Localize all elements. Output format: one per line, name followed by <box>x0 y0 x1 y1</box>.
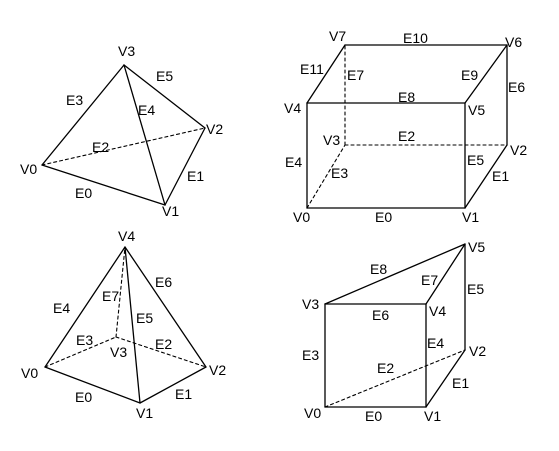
square-pyramid-edge-label-e3: E3 <box>76 332 93 348</box>
tetrahedron-edge-e5-line <box>123 64 206 129</box>
box-vertex-label-v0: V0 <box>293 209 310 225</box>
tetrahedron-edge-e1-line <box>164 127 206 206</box>
tetrahedron-edge-label-e4: E4 <box>138 102 155 118</box>
tetrahedron-edge-e3-line <box>41 64 125 166</box>
box-vertex-label-v2: V2 <box>510 142 527 158</box>
wedge-vertex-label-v2: V2 <box>469 343 486 359</box>
square-pyramid-edge-label-e1: E1 <box>175 386 192 402</box>
square-pyramid-edge-e6-line <box>124 246 207 368</box>
square-pyramid-edge-label-e2: E2 <box>155 336 172 352</box>
box-vertex-label-v6: V6 <box>505 34 522 50</box>
square-pyramid-vertex-label-v0: V0 <box>21 365 38 381</box>
square-pyramid-vertex-label-v2: V2 <box>209 362 226 378</box>
box-vertex-label-v7: V7 <box>329 28 346 44</box>
square-pyramid-edge-label-e4: E4 <box>53 300 70 316</box>
wedge-edge-label-e3: E3 <box>302 347 319 363</box>
wedge-vertex-label-v1: V1 <box>424 408 441 424</box>
wedge-vertex-label-v3: V3 <box>302 296 319 312</box>
square-pyramid-vertex-label-v3: V3 <box>110 344 127 360</box>
square-pyramid-edge-e0-line <box>44 366 141 404</box>
square-pyramid-edge-e7-line <box>115 246 126 338</box>
tetrahedron-edge-label-e3: E3 <box>66 92 83 108</box>
square-pyramid-edge-label-e0: E0 <box>75 389 92 405</box>
tetrahedron-edge-e0-line <box>41 164 166 206</box>
square-pyramid-edge-e1-line <box>139 366 207 404</box>
square-pyramid-edge-e4-line <box>44 246 126 368</box>
wedge-edge-e2-line <box>324 349 466 408</box>
box-edge-label-e9: E9 <box>461 67 478 83</box>
box-edge-label-e8: E8 <box>398 89 415 105</box>
wedge-edge-label-e5: E5 <box>467 281 484 297</box>
wedge-edge-e1-line <box>425 349 466 408</box>
box-edge-e3-line <box>306 144 346 209</box>
box-vertex-label-v5: V5 <box>468 102 485 118</box>
box-edge-label-e2: E2 <box>398 128 415 144</box>
tetrahedron-vertex-label-v0: V0 <box>20 161 37 177</box>
square-pyramid-edge-label-e5: E5 <box>136 310 153 326</box>
wedge-edge-label-e8: E8 <box>370 261 387 277</box>
tetrahedron-edge-label-e1: E1 <box>187 168 204 184</box>
square-pyramid-edge-e2-line <box>115 336 207 368</box>
wedge-edge-label-e1: E1 <box>452 375 469 391</box>
box-vertex-label-v1: V1 <box>462 209 479 225</box>
wedge-edge-label-e0: E0 <box>365 408 382 424</box>
wedge-edge-e8-line <box>324 243 466 305</box>
square-pyramid-edge-e5-line <box>124 246 141 404</box>
tetrahedron-edge-e2-line <box>41 127 206 166</box>
square-pyramid-edge-e3-line <box>44 336 117 368</box>
wedge-vertex-label-v4: V4 <box>429 303 446 319</box>
wedge-vertex-label-v0: V0 <box>304 405 321 421</box>
box-edge-label-e6: E6 <box>508 79 525 95</box>
box-edge-label-e7: E7 <box>347 67 364 83</box>
tetrahedron-edge-label-e2: E2 <box>92 139 109 155</box>
box-edge-label-e10: E10 <box>403 30 428 46</box>
box-edge-label-e11: E11 <box>300 61 324 77</box>
tetrahedron-edge-e4-line <box>123 64 166 206</box>
wedge-vertex-label-v5: V5 <box>468 239 485 255</box>
box-edge-e11-line <box>306 44 346 104</box>
box-edge-label-e0: E0 <box>375 209 392 225</box>
square-pyramid-vertex-label-v1: V1 <box>136 405 153 421</box>
box-edge-e1-line <box>464 144 508 209</box>
tetrahedron-edge-label-e0: E0 <box>75 185 92 201</box>
box-edge-label-e1: E1 <box>492 168 509 184</box>
wedge-edge-label-e6: E6 <box>372 307 389 323</box>
wedge-edge-label-e4: E4 <box>427 335 444 351</box>
square-pyramid-edge-label-e7: E7 <box>102 288 119 304</box>
tetrahedron-edge-label-e5: E5 <box>156 68 173 84</box>
wedge-edge-label-e2: E2 <box>377 360 394 376</box>
tetrahedron-vertex-label-v3: V3 <box>118 43 135 59</box>
box-edge-label-e3: E3 <box>331 165 348 181</box>
tetrahedron-vertex-label-v1: V1 <box>162 203 179 219</box>
square-pyramid-edge-label-e6: E6 <box>155 274 172 290</box>
box-edge-e9-line <box>464 44 508 104</box>
box-vertex-label-v3: V3 <box>323 132 340 148</box>
wedge-edge-label-e7: E7 <box>421 272 438 288</box>
tetrahedron-vertex-label-v2: V2 <box>206 121 223 137</box>
box-edge-label-e5: E5 <box>467 152 484 168</box>
square-pyramid-vertex-label-v4: V4 <box>118 228 135 244</box>
box-vertex-label-v4: V4 <box>284 100 301 116</box>
box-edge-label-e4: E4 <box>285 154 302 170</box>
wedge-edge-e7-line <box>425 243 466 305</box>
